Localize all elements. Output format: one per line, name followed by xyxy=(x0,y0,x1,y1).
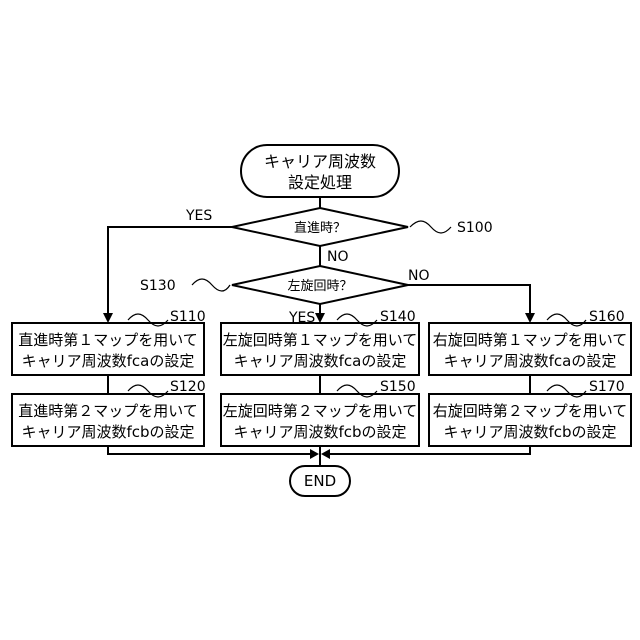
connector-d1-yes xyxy=(108,227,232,313)
arrow-d2-yes xyxy=(315,313,325,323)
process-s140: 左旋回時第１マップを用いて キャリア周波数fcaの設定 xyxy=(221,323,419,375)
decision-straight-label: 直進時？ xyxy=(294,221,346,236)
step-label-s110: S110 xyxy=(170,309,206,325)
step-label-s130: S130 xyxy=(140,278,176,294)
process-s110: 直進時第１マップを用いて キャリア周波数fcaの設定 xyxy=(12,323,204,375)
step-label-s170: S170 xyxy=(589,379,625,395)
end-terminal: END xyxy=(290,466,350,496)
arrow-d2-no xyxy=(525,313,535,323)
start-line2: 設定処理 xyxy=(288,173,352,192)
decision-left-turn-label: 左旋回時？ xyxy=(287,279,352,294)
step-label-s160: S160 xyxy=(589,309,625,325)
connector-d2-no xyxy=(408,285,530,313)
process-s110-line1: 直進時第１マップを用いて xyxy=(18,331,198,349)
step-label-s120: S120 xyxy=(170,379,206,395)
step-label-s150: S150 xyxy=(380,379,416,395)
process-s150-line2: キャリア周波数fcbの設定 xyxy=(233,423,406,441)
step-marker-s130 xyxy=(192,279,230,291)
process-s120-line1: 直進時第２マップを用いて xyxy=(18,402,198,420)
process-s120: 直進時第２マップを用いて キャリア周波数fcbの設定 xyxy=(12,394,204,446)
step-label-s100: S100 xyxy=(457,220,493,236)
process-s150-line1: 左旋回時第２マップを用いて xyxy=(223,402,418,420)
step-marker-s100 xyxy=(410,221,451,233)
process-s170-line2: キャリア周波数fcbの設定 xyxy=(443,423,616,441)
process-s110-line2: キャリア周波数fcaの設定 xyxy=(22,352,195,370)
process-s170-line1: 右旋回時第２マップを用いて xyxy=(433,402,628,420)
arrow-left-merge xyxy=(310,449,319,459)
label-d1-no: NO xyxy=(327,249,349,265)
connector-right-merge xyxy=(330,446,530,454)
process-s140-line1: 左旋回時第１マップを用いて xyxy=(223,331,418,349)
start-terminal: キャリア周波数 設定処理 xyxy=(241,145,399,197)
process-s160-line2: キャリア周波数fcaの設定 xyxy=(444,352,617,370)
label-d1-yes: YES xyxy=(185,208,212,224)
step-label-s140: S140 xyxy=(380,309,416,325)
end-label: END xyxy=(304,472,336,490)
start-line1: キャリア周波数 xyxy=(264,152,376,171)
arrow-d1-yes xyxy=(103,313,113,323)
process-s120-line2: キャリア周波数fcbの設定 xyxy=(21,423,194,441)
process-s160: 右旋回時第１マップを用いて キャリア周波数fcaの設定 xyxy=(429,323,631,375)
decision-straight: 直進時？ xyxy=(232,208,408,246)
label-d2-no: NO xyxy=(408,268,430,284)
process-s140-line2: キャリア周波数fcaの設定 xyxy=(234,352,407,370)
decision-left-turn: 左旋回時？ xyxy=(232,266,408,304)
process-s150: 左旋回時第２マップを用いて キャリア周波数fcbの設定 xyxy=(221,394,419,446)
process-s170: 右旋回時第２マップを用いて キャリア周波数fcbの設定 xyxy=(429,394,631,446)
connector-left-merge xyxy=(108,446,310,454)
arrow-right-merge xyxy=(321,449,330,459)
process-s160-line1: 右旋回時第１マップを用いて xyxy=(433,331,628,349)
